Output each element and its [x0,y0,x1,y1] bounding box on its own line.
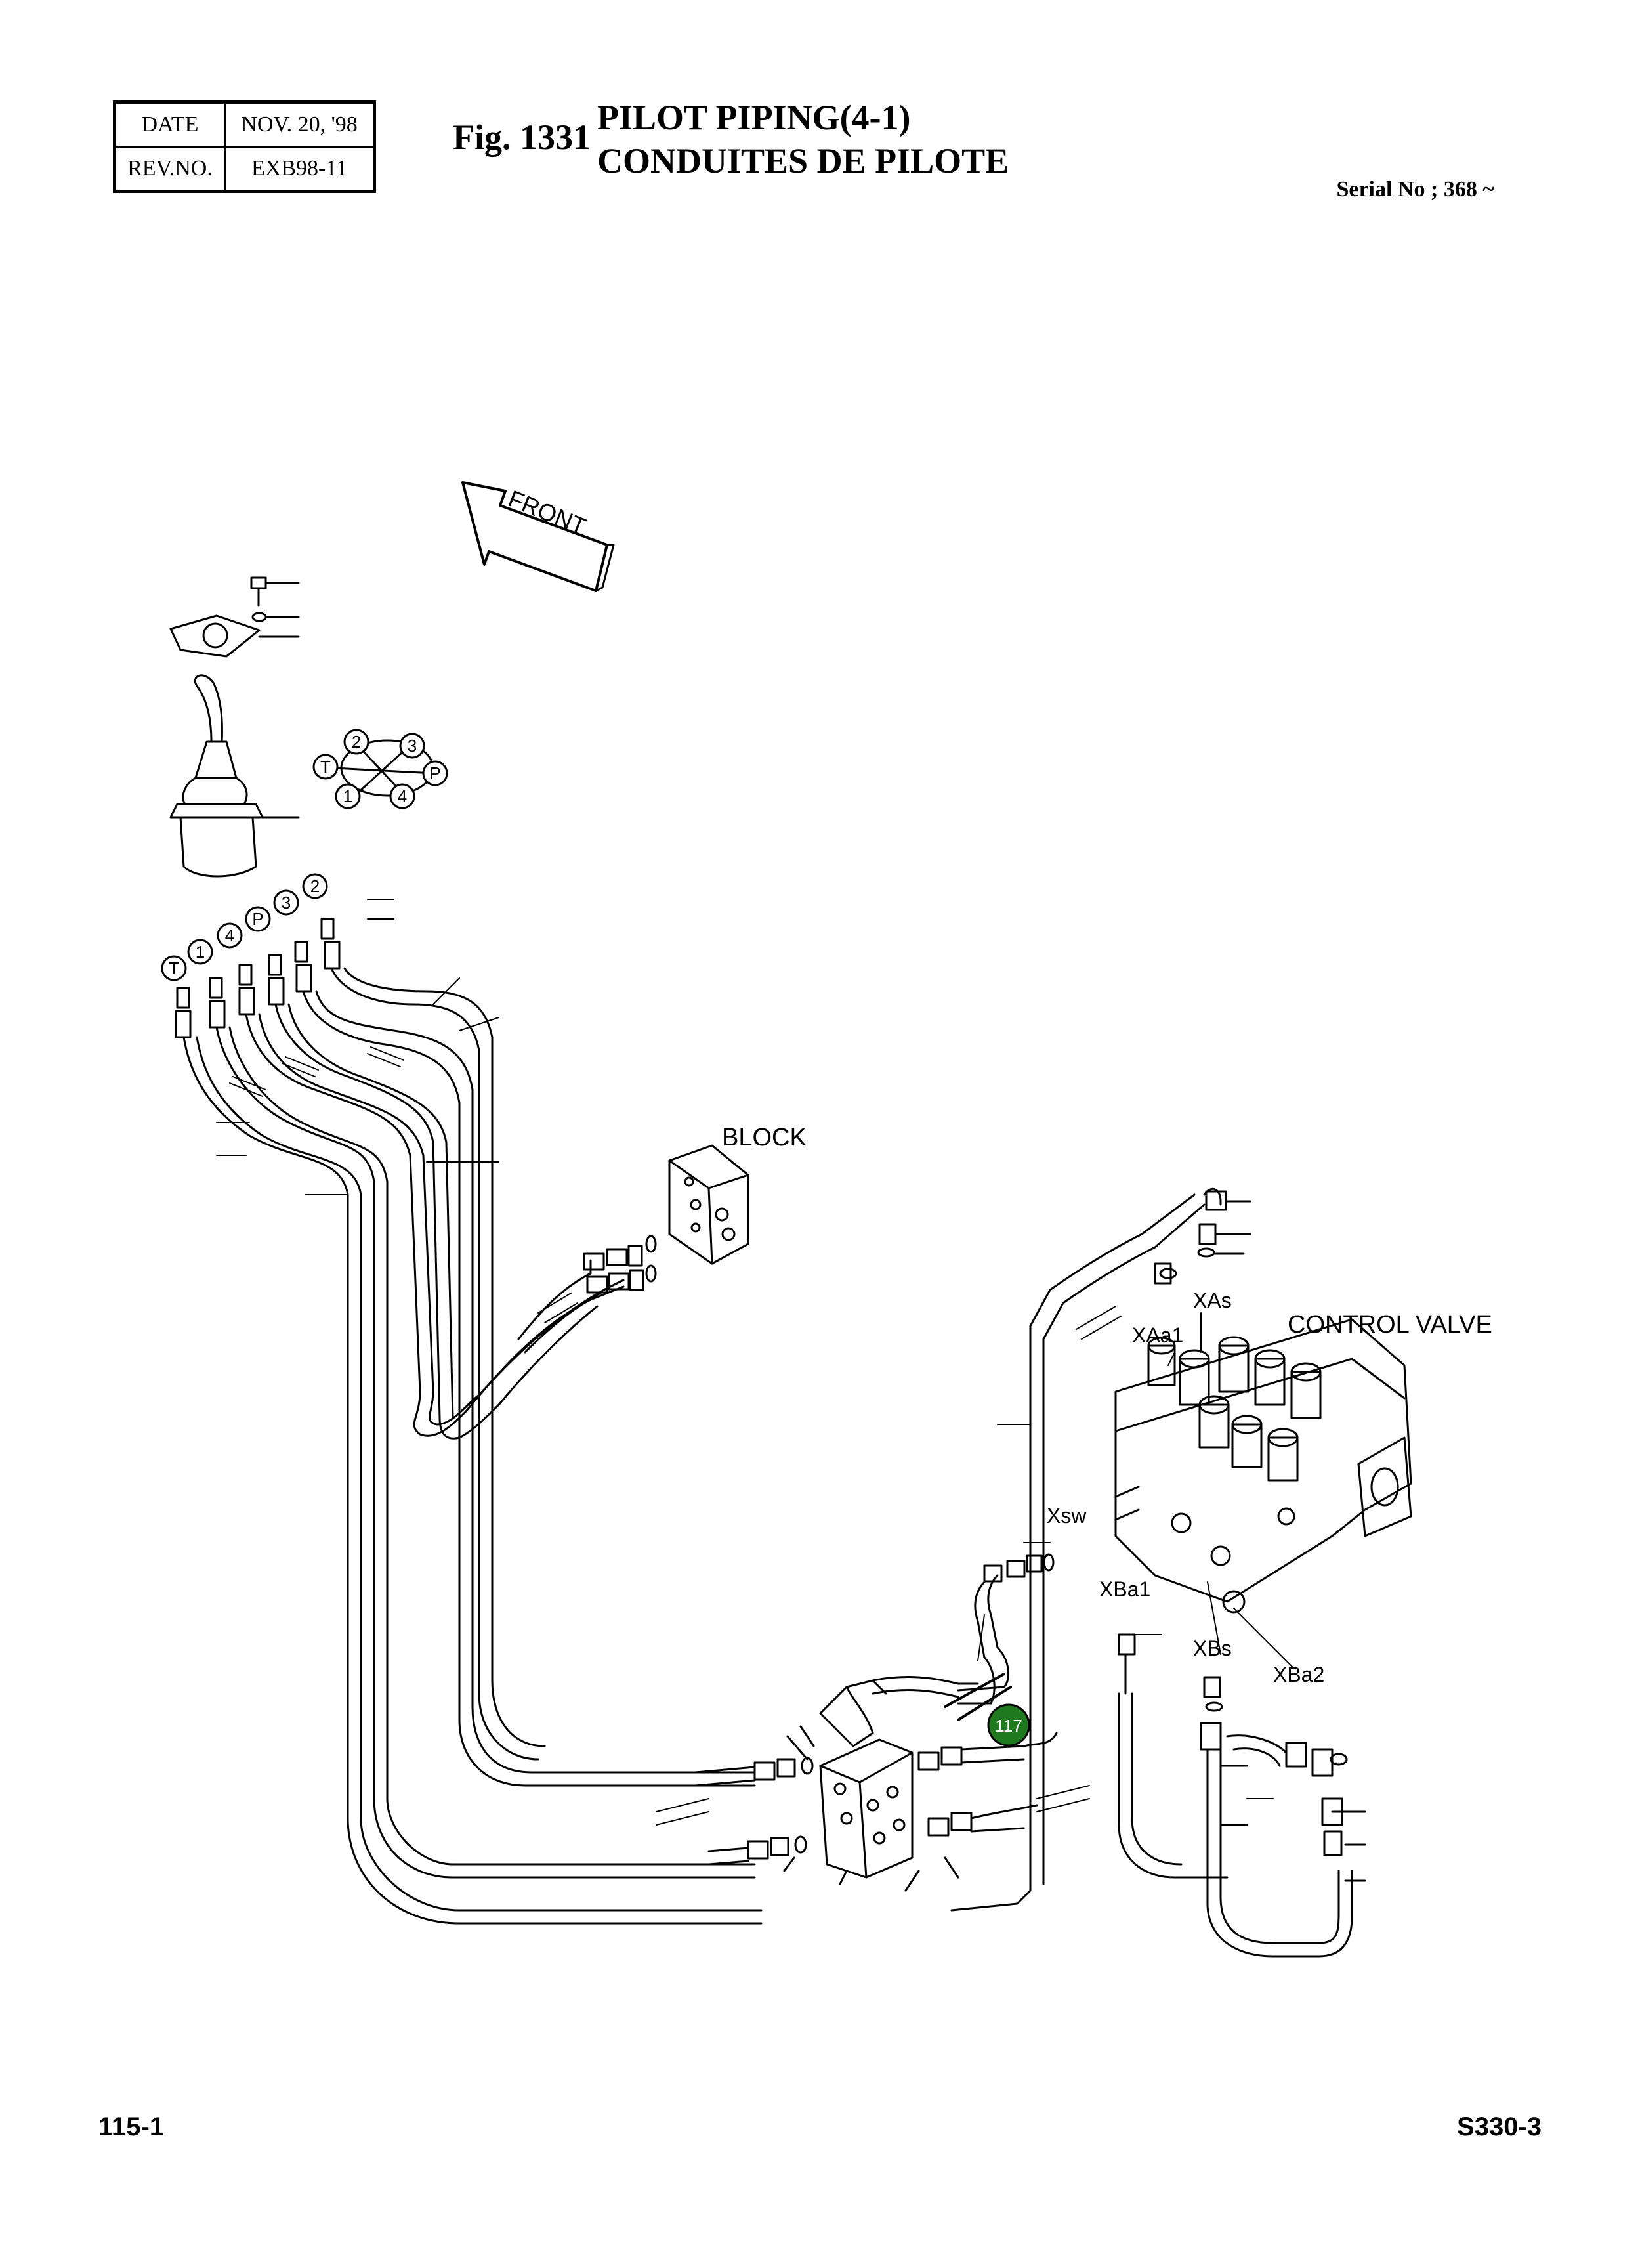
callout-circle[interactable] [987,1703,1030,1747]
port-markers [161,729,448,981]
block [668,1144,749,1265]
lower-right-hoses [1118,1633,1366,1958]
hose-port-label-1: 1 [196,942,205,962]
pilot-hoses [182,967,763,1925]
callout-number: 117 [995,1716,1022,1736]
hose-port-label-4: 4 [225,926,234,945]
port-xba2-label: XBa2 [1273,1663,1324,1686]
hose-port-label-2: 2 [310,876,320,896]
page-title: PILOT PIPING(4-1) [597,98,911,137]
port-xas-label: XAs [1193,1289,1232,1312]
port-label-t: T [320,757,331,777]
port-labels: 2 3 T P 1 4 T 1 4 P 3 2 [169,732,441,978]
block-hoses [517,1235,657,1354]
date-row: DATE NOV. 20, '98 [114,101,375,148]
port-label-2: 2 [352,732,361,752]
port-xaa1-label: XAa1 [1132,1323,1183,1347]
port-xbs-label: XBs [1193,1637,1232,1660]
page-title-french: CONDUITES DE PILOTE [597,141,1009,181]
part-callout-117[interactable]: 117 [987,1703,1030,1747]
hose-port-label-3: 3 [282,893,291,912]
rev-label: REV.NO. [114,146,226,192]
date-value: NOV. 20, '98 [224,101,375,148]
front-label: FRONT [505,484,590,540]
hose-port-label-t: T [169,958,179,978]
center-block [694,1553,1058,1892]
port-xsw-label: Xsw [1047,1504,1087,1528]
joystick-mount [169,576,300,658]
figure-number: Fig. 1331 [453,118,591,157]
control-valve-label: CONTROL VALVE [1288,1311,1492,1338]
control-valve [1114,1318,1412,1614]
block-label: BLOCK [722,1124,807,1151]
page-number: 115-1 [98,2112,165,2141]
hose-port-label-p: P [252,909,263,929]
hose-fittings [175,918,341,1038]
revision-table: DATE NOV. 20, '98 REV.NO. EXB98-11 [113,100,376,193]
joystick [169,674,300,878]
serial-number: Serial No ; 368 ~ [1336,177,1494,202]
valve-hoses [950,1187,1251,1912]
date-label: DATE [114,101,226,148]
port-label-1: 1 [343,786,352,806]
port-label-4: 4 [398,786,407,806]
front-arrow [461,481,615,592]
port-label-p: P [429,763,440,783]
hose-braids [229,1046,1122,1826]
rev-value: EXB98-11 [224,146,375,192]
rev-row: REV.NO. EXB98-11 [114,146,375,192]
port-xba1-label: XBa1 [1099,1577,1150,1601]
model-number: S330-3 [1457,2112,1542,2141]
port-label-3: 3 [408,736,417,756]
leader-lines [216,899,1293,1799]
